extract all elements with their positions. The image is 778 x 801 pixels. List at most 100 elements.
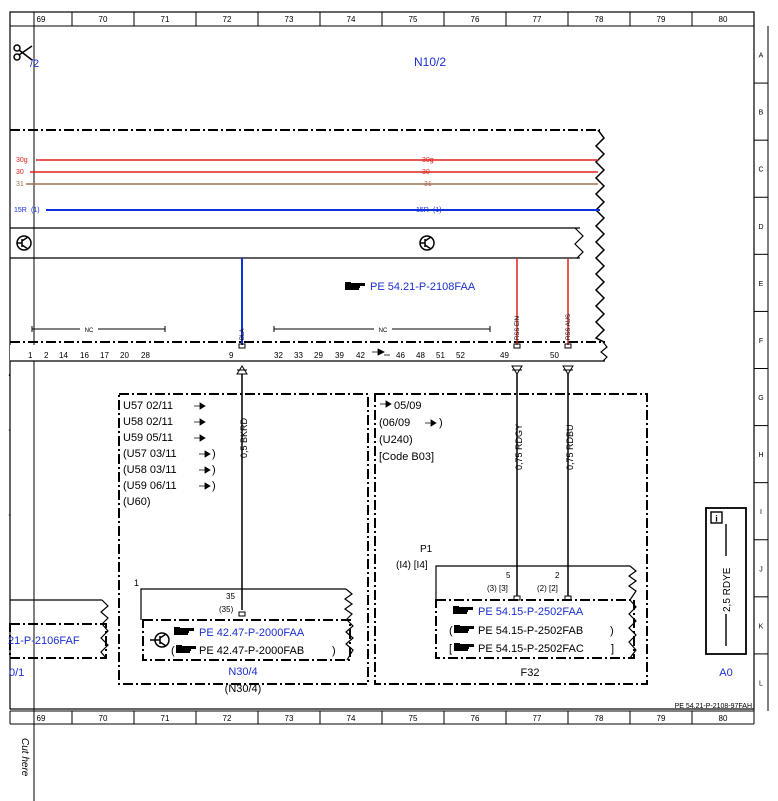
pin-label-bla: BLA <box>240 329 246 340</box>
n30-pin-alt: (35) <box>219 605 234 614</box>
hand-pointer-icon <box>454 643 474 651</box>
module-title: N10/2 <box>414 55 446 69</box>
column-label-bottom: 70 <box>99 714 108 723</box>
svg-text:52: 52 <box>456 351 465 360</box>
scissors-icon <box>13 44 33 61</box>
column-label-top: 73 <box>285 15 294 24</box>
svg-text:31: 31 <box>424 181 432 188</box>
f32-pin-5-alt: (3) [3] <box>487 584 508 593</box>
svg-text:[: [ <box>449 643 452 655</box>
f32-p-alt: (I4) [I4] <box>396 560 428 571</box>
svg-text:): ) <box>332 645 336 657</box>
svg-text:29: 29 <box>314 351 323 360</box>
row-label: J <box>759 566 763 573</box>
svg-text:46: 46 <box>396 351 405 360</box>
svg-text:i: i <box>715 514 718 524</box>
connector-strip-break <box>600 341 608 362</box>
f32-link-secondary[interactable]: PE 54.15-P-2502FAB <box>478 625 583 637</box>
svg-text:(U57 03/11: (U57 03/11 <box>123 448 177 460</box>
column-label-top: 79 <box>657 15 666 24</box>
document-reference: PE 54.21-P-2108-97FAH <box>675 703 752 710</box>
nc-bracket-left: NC <box>31 324 166 334</box>
wire-label-bkrd: 0,5 BKRD <box>239 417 249 458</box>
hand-pointer-icon <box>454 625 474 633</box>
row-label: G <box>758 395 763 402</box>
row-label: L <box>759 680 763 687</box>
column-ticks <box>9 12 755 724</box>
wire-15r: 15R (1) 15R (1) <box>14 207 600 214</box>
svg-text:]: ] <box>611 643 614 655</box>
svg-text:2: 2 <box>44 351 49 360</box>
svg-text:15R: 15R <box>416 207 429 214</box>
column-label-top: 75 <box>409 15 418 24</box>
svg-text:(U59 06/11: (U59 06/11 <box>123 480 177 492</box>
svg-text:30g: 30g <box>422 157 434 164</box>
n30-name-alt: (N30/4) <box>225 683 262 695</box>
svg-text:48: 48 <box>416 351 425 360</box>
down-arrow-icon <box>511 365 523 375</box>
f32-name: F32 <box>521 667 540 679</box>
svg-text:30g: 30g <box>16 157 28 164</box>
up-arrow-icon <box>236 365 248 375</box>
row-label: E <box>759 281 764 288</box>
pin-label-rss-aus: RSS AUS <box>566 314 572 340</box>
connector-pin-50: 50 <box>550 351 559 360</box>
a0-wire-label: 2,5 RDYE <box>722 567 733 612</box>
f32-link-primary[interactable]: PE 54.15-P-2502FAA <box>478 606 584 618</box>
left-conditions: U57 02/11 U58 02/11 U59 05/11 (U57 03/11… <box>123 400 216 508</box>
row-label: D <box>758 224 763 231</box>
svg-text:30: 30 <box>422 169 430 176</box>
info-icon: i <box>710 511 723 524</box>
n30-link-primary[interactable]: PE 42.47-P-2000FAA <box>199 627 305 639</box>
svg-text:39: 39 <box>335 351 344 360</box>
column-label-bottom: 79 <box>657 714 666 723</box>
svg-text:): ) <box>610 625 614 637</box>
svg-text:): ) <box>212 464 216 476</box>
column-label-top: 70 <box>99 15 108 24</box>
svg-text:(06/09: (06/09 <box>379 417 410 429</box>
n30-pin: 35 <box>226 592 235 601</box>
connector-pin-49: 49 <box>500 351 509 360</box>
module-reference-link[interactable]: PE 54.21-P-2108FAA <box>370 281 476 293</box>
transistor-icon <box>16 235 32 251</box>
svg-text:17: 17 <box>100 351 109 360</box>
svg-text:(U60): (U60) <box>123 496 151 508</box>
svg-text:): ) <box>212 448 216 460</box>
f32-connector-break <box>627 565 638 601</box>
hand-pointer-icon <box>174 627 194 635</box>
variant-box-right <box>374 393 648 685</box>
column-label-top: 74 <box>347 15 356 24</box>
column-label-bottom: 71 <box>161 714 170 723</box>
pin-label-rss-ein: RSS EIN <box>515 316 521 340</box>
svg-text:(1): (1) <box>31 207 40 214</box>
n30-name: N30/4 <box>228 666 257 678</box>
column-label-top: 69 <box>37 15 46 24</box>
svg-text:[Code B03]: [Code B03] <box>379 451 434 463</box>
column-label-bottom: 69 <box>37 714 46 723</box>
f32-pin-2-alt: (2) [2] <box>537 584 558 593</box>
svg-text:16: 16 <box>80 351 89 360</box>
svg-text:(: ( <box>171 645 175 657</box>
f32-pin-5: 5 <box>506 571 511 580</box>
svg-text:1: 1 <box>28 351 33 360</box>
svg-text:31: 31 <box>16 181 24 188</box>
row-label: I <box>760 509 762 516</box>
a0-name: A0 <box>719 667 732 679</box>
n30-reference-number: 1 <box>134 578 139 588</box>
row-label: C <box>758 167 763 174</box>
column-label-bottom: 75 <box>409 714 418 723</box>
svg-text:(U240): (U240) <box>379 434 413 446</box>
svg-text:(: ( <box>449 625 453 637</box>
f32-p-label: P1 <box>420 544 433 555</box>
row-label: A <box>759 53 764 60</box>
svg-text:42: 42 <box>356 351 365 360</box>
n30-link-secondary[interactable]: PE 42.47-P-2000FAB <box>199 645 304 657</box>
f32-link-tertiary[interactable]: PE 54.15-P-2502FAC <box>478 643 584 655</box>
cut-here-label: Cut here <box>19 738 30 777</box>
left-component-link[interactable]: 21-P-2106FAF <box>8 635 80 647</box>
hand-pointer-icon <box>345 282 365 290</box>
svg-text:U59 05/11: U59 05/11 <box>123 432 173 444</box>
svg-text:30: 30 <box>16 169 24 176</box>
